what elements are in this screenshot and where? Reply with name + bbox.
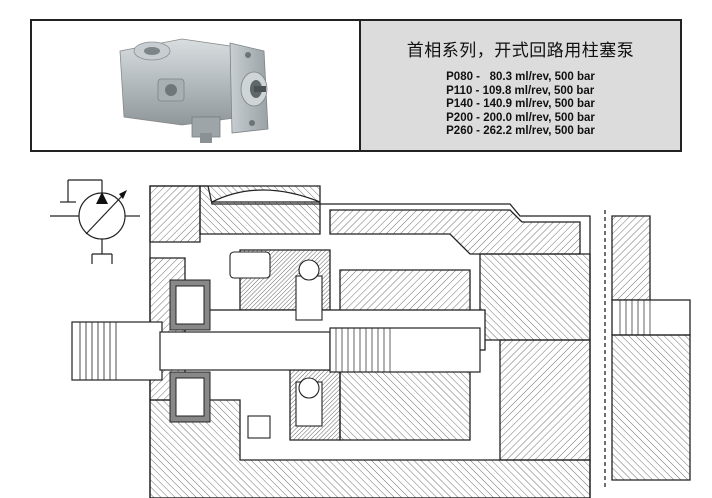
product-header-box: 首相系列，开式回路用柱塞泵 P080 - 80.3 ml/rev, 500 ba… bbox=[30, 19, 682, 152]
spec-line: P110 - 109.8 ml/rev, 500 bar bbox=[446, 84, 595, 97]
spec-line: P200 - 200.0 ml/rev, 500 bar bbox=[446, 111, 595, 124]
spec-line: P260 - 262.2 ml/rev, 500 bar bbox=[446, 125, 595, 137]
piston-assembly bbox=[229, 251, 323, 439]
drive-shaft bbox=[71, 321, 481, 381]
spec-list: P080 - 80.3 ml/rev, 500 bar P110 - 109.8… bbox=[446, 71, 595, 139]
variable-displacement-pump-symbol-icon bbox=[50, 179, 140, 264]
piston-pump-photo-icon bbox=[119, 38, 269, 143]
bearing-pack bbox=[169, 279, 211, 423]
pump-cross-section-drawing-icon bbox=[50, 179, 691, 498]
series-title: 首相系列，开式回路用柱塞泵 bbox=[406, 41, 635, 61]
side-section-view bbox=[604, 210, 691, 490]
spec-panel: 首相系列，开式回路用柱塞泵 P080 - 80.3 ml/rev, 500 ba… bbox=[361, 21, 680, 150]
product-photo-cell bbox=[32, 21, 361, 150]
spec-line: P140 - 140.9 ml/rev, 500 bar bbox=[446, 98, 595, 110]
spec-line: P080 - 80.3 ml/rev, 500 bar bbox=[446, 71, 595, 83]
